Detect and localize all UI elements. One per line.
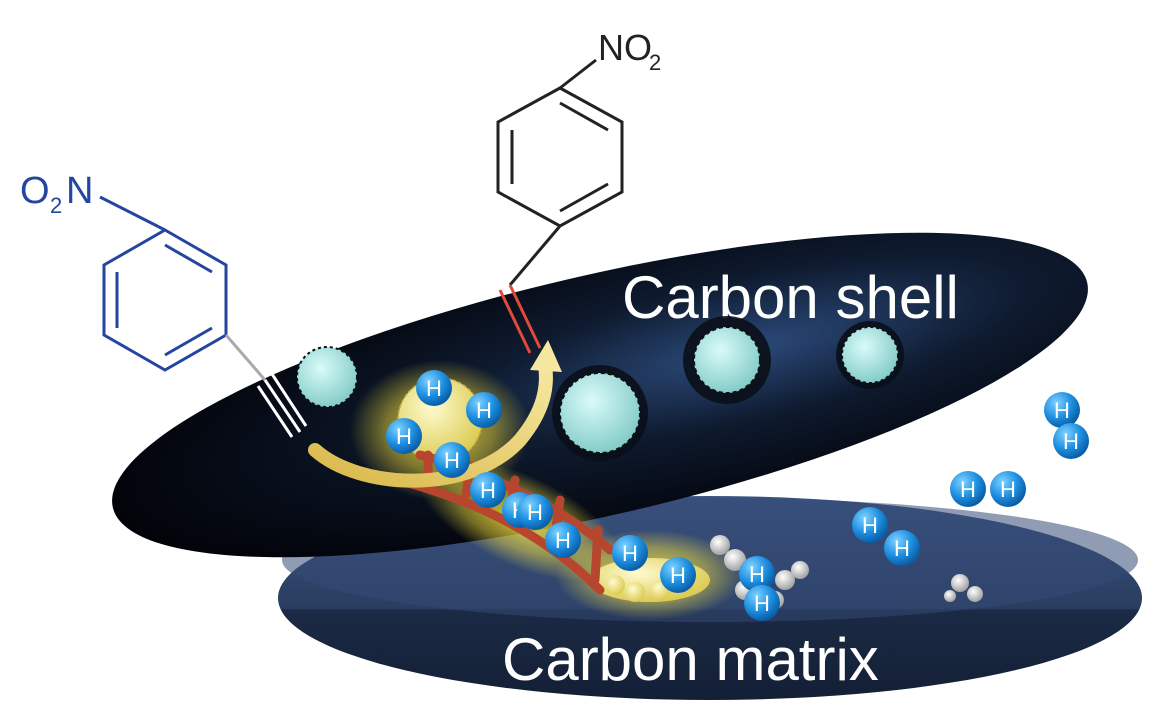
hydrogen-atom — [852, 507, 888, 543]
hydrogen-molecule-icon: HH — [416, 370, 502, 428]
fullerene-cluster-icon — [552, 365, 648, 461]
top-nitro-label: NO — [598, 27, 652, 68]
hydrogen-atom — [884, 530, 920, 566]
hydrogen-molecule-icon: HH — [517, 494, 581, 558]
hydrogen-atom-symbol: H — [426, 376, 442, 401]
hydrogen-atom-symbol: H — [1063, 429, 1079, 454]
hydrogen-atom — [744, 585, 780, 621]
hydrogen-atom — [416, 370, 452, 406]
hydrogen-atom-symbol: H — [527, 500, 543, 525]
hydrogen-atom — [545, 522, 581, 558]
left-nitro-n: N — [66, 170, 93, 212]
left-nitro-sub: 2 — [50, 193, 62, 218]
arrow-icon — [308, 340, 562, 488]
hydrogen-atom — [990, 471, 1026, 507]
hydrogen-atom — [1044, 392, 1080, 428]
fullerene-cluster-icon — [836, 321, 904, 389]
hydrogen-atom-symbol: H — [444, 448, 460, 473]
hydrogen-molecule-icon: HH — [1044, 392, 1089, 459]
hydrogen-atom-symbol: H — [396, 424, 412, 449]
hydrogen-molecule-icon: HH — [852, 507, 920, 566]
hydrogen-molecule-icon: HH — [612, 535, 696, 593]
hydrogen-molecule-icon: HH — [386, 418, 470, 478]
hydrogen-atom — [950, 471, 986, 507]
hydrogen-atom-symbol: H — [480, 478, 496, 503]
hydrogen-atom-symbol: H — [670, 563, 686, 588]
hydrogen-atom — [612, 535, 648, 571]
hydrogen-molecules: HHHHHHHHHHHHHHHHHH — [386, 370, 1089, 621]
hydrogen-atom — [386, 418, 422, 454]
hydrogen-atom — [1053, 423, 1089, 459]
hydrogen-molecule-icon: HH — [739, 556, 780, 621]
top-nitro-sub: 2 — [649, 50, 661, 75]
hydrogen-atom-symbol: H — [555, 528, 571, 553]
hydrogen-atom-symbol: H — [960, 477, 976, 502]
hydrogen-atom-symbol: H — [622, 541, 638, 566]
carbon-matrix-label: Carbon matrix — [502, 626, 879, 693]
hydrogen-atom-symbol: H — [894, 536, 910, 561]
hydrogen-atom — [434, 442, 470, 478]
left-nitro-o: O — [20, 170, 50, 212]
alkene-molecule: NO 2 — [496, 27, 661, 354]
hydrogen-atom — [466, 392, 502, 428]
hydrogen-atom-symbol: H — [862, 513, 878, 538]
alkyne-molecule: O 2 N — [20, 170, 308, 438]
hydrogen-atom — [470, 472, 506, 508]
hydrogen-atom-symbol: H — [1054, 398, 1070, 423]
hydrogen-atom-symbol: H — [476, 398, 492, 423]
hydrogen-atom-symbol: H — [1000, 477, 1016, 502]
fullerene-cluster-icon — [296, 346, 358, 408]
fullerene-cluster-icon — [683, 316, 771, 404]
hydrogen-atom — [660, 557, 696, 593]
hydrogen-atom — [517, 494, 553, 530]
hydrogen-atom — [739, 556, 775, 592]
hydrogen-atom-symbol: H — [749, 562, 765, 587]
hydrogen-atom-symbol: H — [754, 591, 770, 616]
carbon-shell-label: Carbon shell — [622, 264, 959, 331]
